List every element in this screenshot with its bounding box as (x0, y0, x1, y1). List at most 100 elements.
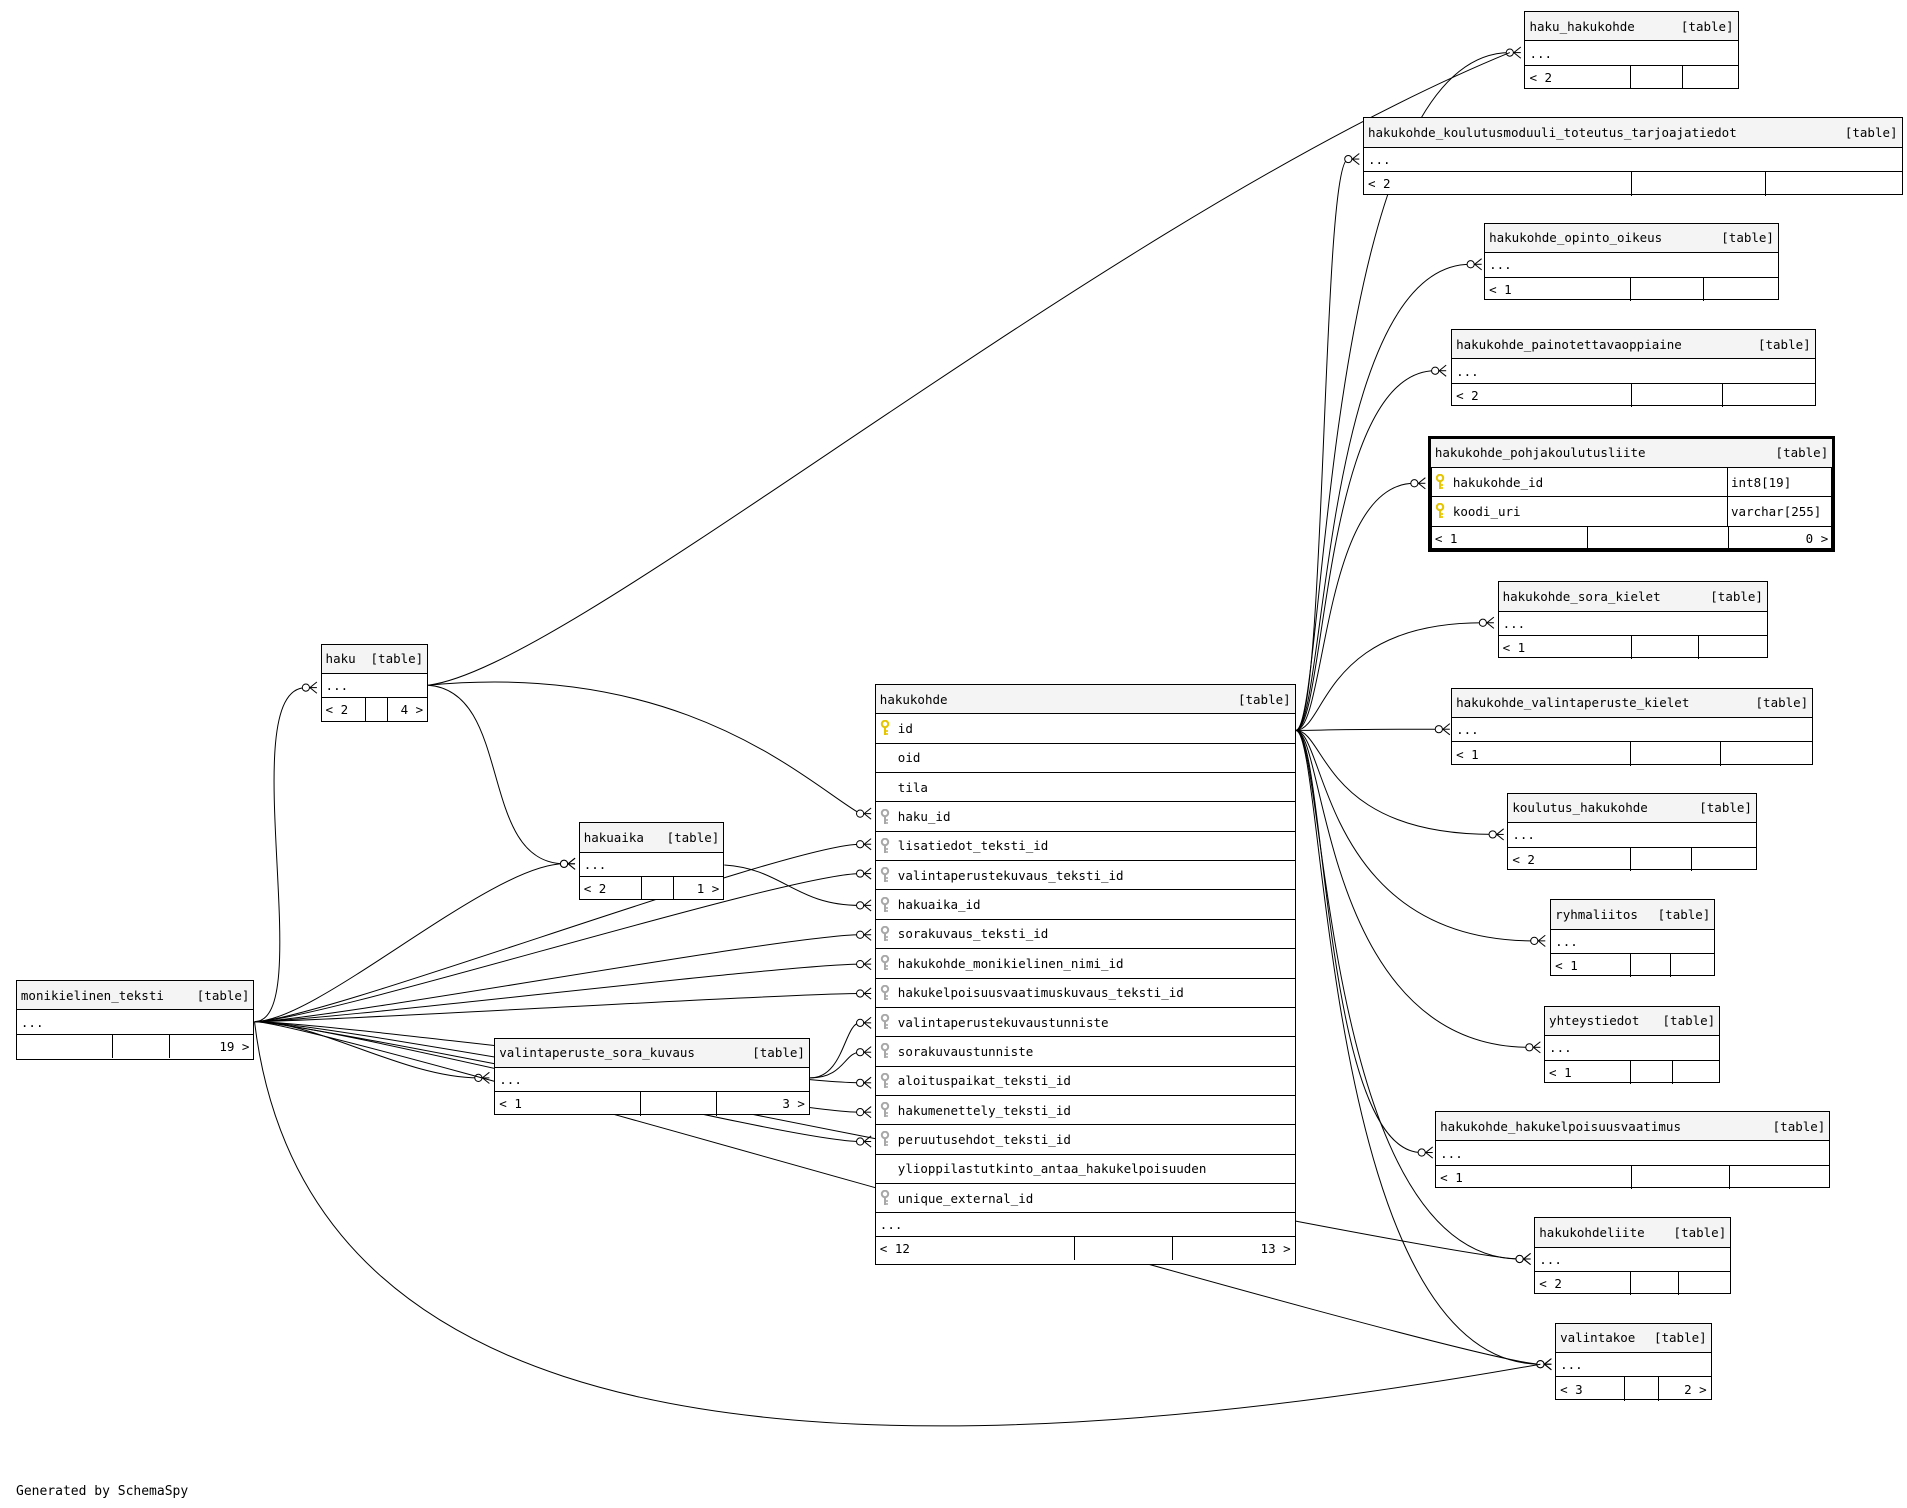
table-header[interactable]: ryhmaliitos[table] (1551, 900, 1715, 930)
more-columns[interactable]: ... (1498, 612, 1767, 636)
table-hakukohde-pohjakoulutusliite[interactable]: hakukohde_pohjakoulutusliite[table]hakuk… (1427, 435, 1836, 552)
child-count[interactable]: 19 > (219, 1038, 250, 1054)
child-count[interactable] (1721, 742, 1812, 765)
parent-count[interactable]: < 1 (1431, 526, 1588, 550)
table-header[interactable]: monikielinen_teksti[table] (16, 981, 254, 1011)
more-columns[interactable]: ... (1535, 1248, 1731, 1273)
more-columns[interactable]: ... (1525, 41, 1738, 66)
column-row[interactable]: haku_id (875, 802, 1295, 832)
column-row[interactable]: hakukohde_monikielinen_nimi_id (875, 949, 1295, 979)
more-columns[interactable]: ... (579, 853, 724, 878)
parent-count[interactable]: < 2 (322, 698, 366, 722)
child-count[interactable]: 4 > (400, 702, 424, 718)
more-columns[interactable]: ... (1452, 359, 1815, 384)
table-header[interactable]: haku_hakukohde[table] (1525, 12, 1738, 42)
more-columns[interactable]: ... (1551, 930, 1715, 955)
more-columns[interactable]: ... (1508, 823, 1756, 848)
column-row[interactable]: lisatiedot_teksti_id (875, 832, 1295, 862)
column-row[interactable]: valintaperustekuvaustunniste (875, 1008, 1295, 1038)
column-row[interactable]: sorakuvaus_teksti_id (875, 920, 1295, 950)
table-haku[interactable]: haku[table]...< 2 4 > (320, 643, 429, 722)
more-columns[interactable]: ... (1436, 1141, 1830, 1166)
more-columns[interactable]: ... (875, 1213, 1295, 1237)
parent-count[interactable]: < 2 (1452, 383, 1633, 408)
child-count[interactable] (1699, 636, 1767, 659)
parent-count[interactable]: < 2 (580, 877, 643, 901)
table-header[interactable]: hakuaika[table] (579, 823, 724, 853)
more-columns[interactable]: ... (321, 674, 428, 699)
table-header[interactable]: yhteystiedot[table] (1545, 1006, 1720, 1037)
table-monikielinen-teksti[interactable]: monikielinen_teksti[table]... 19 > (15, 980, 255, 1060)
table-header[interactable]: hakukohde_pohjakoulutusliite[table] (1430, 438, 1833, 468)
table-haku-hakukohde[interactable]: haku_hakukohde[table]...< 2 (1524, 11, 1739, 90)
more-columns[interactable]: ... (1452, 718, 1813, 743)
table-hakukohdeliite[interactable]: hakukohdeliite[table]...< 2 (1534, 1217, 1732, 1296)
table-header[interactable]: hakukohde_koulutusmoduuli_toteutus_tarjo… (1363, 118, 1902, 148)
table-ryhmaliitos[interactable]: ryhmaliitos[table]...< 1 (1550, 899, 1716, 978)
column-row[interactable]: valintaperustekuvaus_teksti_id (875, 861, 1295, 891)
column-row[interactable]: peruutusehdot_teksti_id (875, 1125, 1295, 1155)
column-row[interactable]: hakumenettely_teksti_id (875, 1096, 1295, 1126)
more-columns[interactable]: ... (16, 1010, 254, 1035)
column-row[interactable]: oid (875, 744, 1295, 773)
table-header[interactable]: valintakoe[table] (1556, 1323, 1711, 1353)
table-hakukohde-valintaperuste-kielet[interactable]: hakukohde_valintaperuste_kielet[table]..… (1451, 687, 1814, 766)
column-row[interactable]: unique_external_id (875, 1184, 1295, 1214)
table-hakukohde-sora-kielet[interactable]: hakukohde_sora_kielet[table]...< 1 (1497, 581, 1768, 660)
table-header[interactable]: hakukohde_valintaperuste_kielet[table] (1452, 688, 1813, 718)
table-koulutus-hakukohde[interactable]: koulutus_hakukohde[table]...< 2 (1507, 792, 1757, 871)
table-hakukohde-painotettavaoppiaine[interactable]: hakukohde_painotettavaoppiaine[table]...… (1451, 329, 1816, 408)
table-hakuaika[interactable]: hakuaika[table]...< 2 1 > (578, 822, 725, 901)
table-header[interactable]: haku[table] (321, 644, 428, 674)
table-header[interactable]: hakukohde_hakukelpoisuusvaatimus[table] (1436, 1111, 1830, 1142)
table-hakukohde-koulutusmoduuli-toteutus-tarjoajatiedot[interactable]: hakukohde_koulutusmoduuli_toteutus_tarjo… (1362, 117, 1903, 196)
parent-count[interactable] (17, 1034, 113, 1059)
more-columns[interactable]: ... (1556, 1353, 1711, 1378)
parent-count[interactable]: < 3 (1556, 1377, 1625, 1401)
table-header[interactable]: hakukohdeliite[table] (1535, 1218, 1731, 1248)
column-row[interactable]: tila (875, 773, 1295, 803)
column-row[interactable]: hakuaika_id (875, 890, 1295, 920)
table-header[interactable]: hakukohde[table] (875, 684, 1295, 715)
child-count[interactable] (1730, 1166, 1830, 1189)
table-header[interactable]: hakukohde_opinto_oikeus[table] (1485, 223, 1778, 254)
parent-count[interactable]: < 2 (1535, 1272, 1631, 1296)
parent-count[interactable]: < 1 (1499, 635, 1633, 660)
table-header[interactable]: koulutus_hakukohde[table] (1508, 793, 1756, 824)
parent-count[interactable]: < 2 (1525, 65, 1631, 90)
table-hakukohde-hakukelpoisuusvaatimus[interactable]: hakukohde_hakukelpoisuusvaatimus[table].… (1435, 1110, 1831, 1189)
child-count[interactable] (1671, 954, 1715, 977)
parent-count[interactable]: < 1 (1551, 954, 1631, 978)
child-count[interactable]: 0 > (1805, 530, 1829, 546)
more-columns[interactable]: ... (1485, 253, 1778, 278)
child-count[interactable] (1692, 848, 1756, 871)
more-columns[interactable]: ... (1545, 1036, 1720, 1061)
column-row[interactable]: hakukelpoisuusvaatimuskuvaus_teksti_id (875, 979, 1295, 1008)
column-row[interactable]: ylioppilastutkinto_antaa_hakukelpoisuude… (875, 1155, 1295, 1185)
parent-count[interactable]: < 1 (1436, 1165, 1633, 1189)
child-count[interactable] (1704, 278, 1778, 301)
more-columns[interactable]: ... (495, 1068, 809, 1093)
column-row[interactable]: sorakuvaustunniste (875, 1037, 1295, 1067)
table-hakukohde-opinto-oikeus[interactable]: hakukohde_opinto_oikeus[table]...< 1 (1484, 222, 1779, 301)
table-header[interactable]: hakukohde_painotettavaoppiaine[table] (1452, 330, 1815, 360)
child-count[interactable]: 13 > (1260, 1240, 1291, 1256)
parent-count[interactable]: < 12 (876, 1236, 1076, 1260)
table-header[interactable]: hakukohde_sora_kielet[table] (1498, 582, 1767, 612)
table-yhteystiedot[interactable]: yhteystiedot[table]...< 1 (1544, 1005, 1721, 1084)
parent-count[interactable]: < 2 (1508, 847, 1631, 871)
more-columns[interactable]: ... (1363, 148, 1902, 173)
column-row[interactable]: aloituspaikat_teksti_id (875, 1067, 1295, 1096)
child-count[interactable] (1673, 1061, 1719, 1084)
parent-count[interactable]: < 1 (1485, 277, 1631, 301)
child-count[interactable] (1679, 1272, 1730, 1295)
child-count[interactable] (1683, 66, 1738, 89)
child-count[interactable]: 1 > (696, 881, 720, 897)
parent-count[interactable]: < 1 (1452, 742, 1631, 766)
table-header[interactable]: valintaperuste_sora_kuvaus[table] (495, 1038, 809, 1068)
